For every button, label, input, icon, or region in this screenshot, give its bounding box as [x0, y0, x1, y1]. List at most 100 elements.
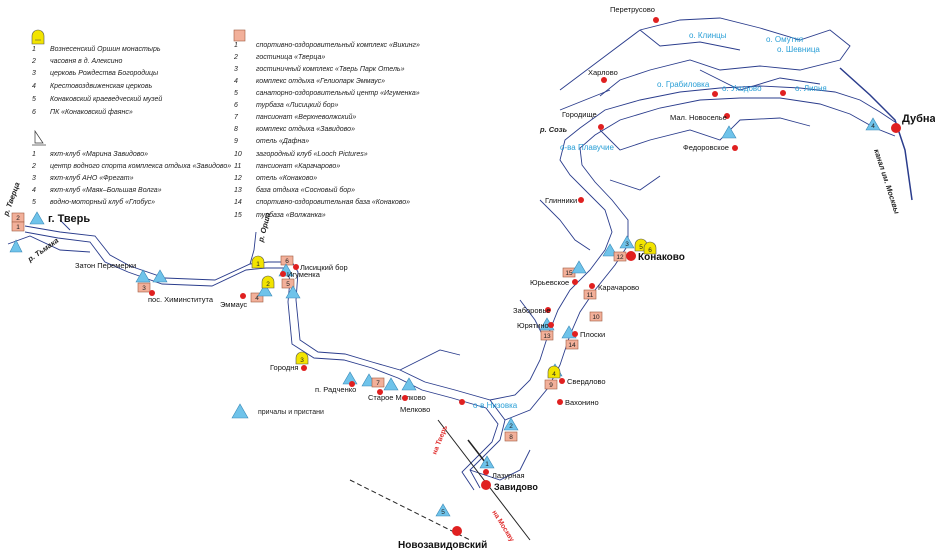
hotel-number: 13 — [543, 333, 551, 340]
settlement-dot-icon — [780, 90, 786, 96]
club-number: 5 — [441, 509, 445, 516]
settlement-dot-icon — [280, 271, 286, 277]
island-label: о. Шевница — [777, 45, 820, 54]
zavidovo-symbols: 2 8 1 Лазурная Завидово на Москву 5 Ново… — [398, 417, 538, 551]
legend-hotel-row: 12 отель «Конаково» — [234, 175, 317, 182]
legend-text: отель «Конаково» — [256, 175, 317, 182]
pier-triangle-icon — [479, 455, 495, 469]
island-label: о. Липня — [795, 84, 827, 93]
legend-hotel-row: 6 турбаза «Лисицкий бор» — [234, 101, 339, 109]
village-label: Эммаус — [220, 300, 247, 309]
village-label: Юрьевское — [530, 278, 569, 287]
hotel-square-icon — [250, 292, 264, 303]
island-label: о-в Низовка — [473, 401, 518, 410]
legend-num: 6 — [234, 102, 238, 109]
settlement-dot-icon — [459, 399, 465, 405]
legend-text: турбаза «Волжанка» — [256, 211, 326, 219]
city-dot-icon — [452, 526, 462, 536]
legend-text: турбаза «Лисицкий бор» — [256, 101, 339, 109]
legend-text: отель «Дафна» — [256, 138, 309, 145]
legend-num: 3 — [32, 175, 36, 182]
legend-num: 2 — [31, 58, 36, 65]
hotel-square-icon — [11, 221, 25, 232]
pier-triangle-icon — [383, 377, 399, 391]
legend-num: 6 — [32, 109, 36, 116]
legend-num: 3 — [234, 66, 238, 73]
church-bell-icon — [31, 29, 45, 45]
village-label: Городня — [270, 363, 299, 372]
pier-triangle-icon — [619, 235, 635, 249]
legend-text: комплекс отдыха «Завидово» — [256, 125, 355, 133]
city-label: Конаково — [638, 252, 685, 263]
legend-num: 4 — [234, 78, 238, 85]
legend-piers-text: причалы и пристани — [258, 409, 324, 416]
settlement-dot-icon — [377, 389, 383, 395]
settlement-dot-icon — [589, 283, 595, 289]
pier-triangle-icon — [285, 285, 301, 299]
legend-num: 4 — [32, 187, 36, 194]
settlement-dot-icon — [572, 279, 578, 285]
monument-number: 4 — [552, 371, 556, 378]
pier-triangle-icon — [257, 283, 273, 297]
settlement-dot-icon — [559, 378, 565, 384]
settlement-dot-icon — [301, 365, 307, 371]
settlement-dot-icon — [240, 293, 246, 299]
settlement-dot-icon — [402, 395, 408, 401]
pier-triangle-icon — [135, 269, 151, 283]
sailboat-icon — [34, 129, 44, 144]
legend-num: 1 — [32, 46, 36, 53]
settlement-dot-icon — [598, 124, 604, 130]
legend-num: 8 — [234, 126, 238, 133]
pier-triangle-icon — [401, 377, 417, 391]
river-label: р. Созь — [539, 125, 568, 134]
village-label: Городище — [562, 110, 597, 119]
hotel-square-icon — [137, 282, 151, 293]
hotel-number: 5 — [286, 281, 290, 288]
village-label: Лазурная — [492, 471, 525, 480]
settlement-dot-icon — [557, 399, 563, 405]
village-label: Вахонино — [565, 398, 599, 407]
legend-num: 1 — [234, 42, 238, 49]
legend-num: 5 — [234, 90, 238, 97]
hotel-number: 14 — [568, 342, 576, 349]
konakovo-symbols: Вахонино 9 4 Свердлово 13 Юрятино Заборо… — [513, 5, 685, 407]
legend-monument-symbol — [31, 29, 45, 45]
pier-triangle-icon — [721, 125, 737, 139]
legend-text: спортивно-оздоровительная база «Конаково… — [256, 198, 410, 206]
island-label: о. Уходово — [722, 84, 762, 93]
village-label: Перетрусово — [610, 5, 655, 14]
direction-label: на Тверь — [431, 424, 449, 456]
legend-num: 7 — [234, 114, 239, 121]
legend-num: 4 — [32, 83, 36, 90]
club-number: 1 — [485, 461, 489, 468]
church-bell-icon — [251, 255, 265, 269]
city-dot-icon — [891, 123, 901, 133]
legend-num: 12 — [234, 175, 242, 182]
river-label: канал им. Москвы — [872, 148, 902, 216]
legend-num: 5 — [32, 199, 36, 206]
pier-triangle-icon — [503, 417, 519, 431]
village-label: Свердлово — [567, 377, 606, 386]
legend-text: пансионат «Верхневолжский» — [256, 113, 356, 121]
city-label: Дубна — [902, 113, 935, 125]
hotel-number: 8 — [509, 434, 513, 441]
settlement-dot-icon — [601, 77, 607, 83]
hotel-number: 9 — [549, 382, 553, 389]
tver-symbols: 2 1 г. Тверь р. Тверца р. Тьмака Затон П… — [1, 181, 348, 372]
village-label: Федоровское — [683, 143, 729, 152]
legend-text: пансионат «Карачарово» — [256, 163, 340, 170]
hotel-square-icon — [233, 29, 246, 42]
hotel-number: 12 — [616, 254, 624, 261]
